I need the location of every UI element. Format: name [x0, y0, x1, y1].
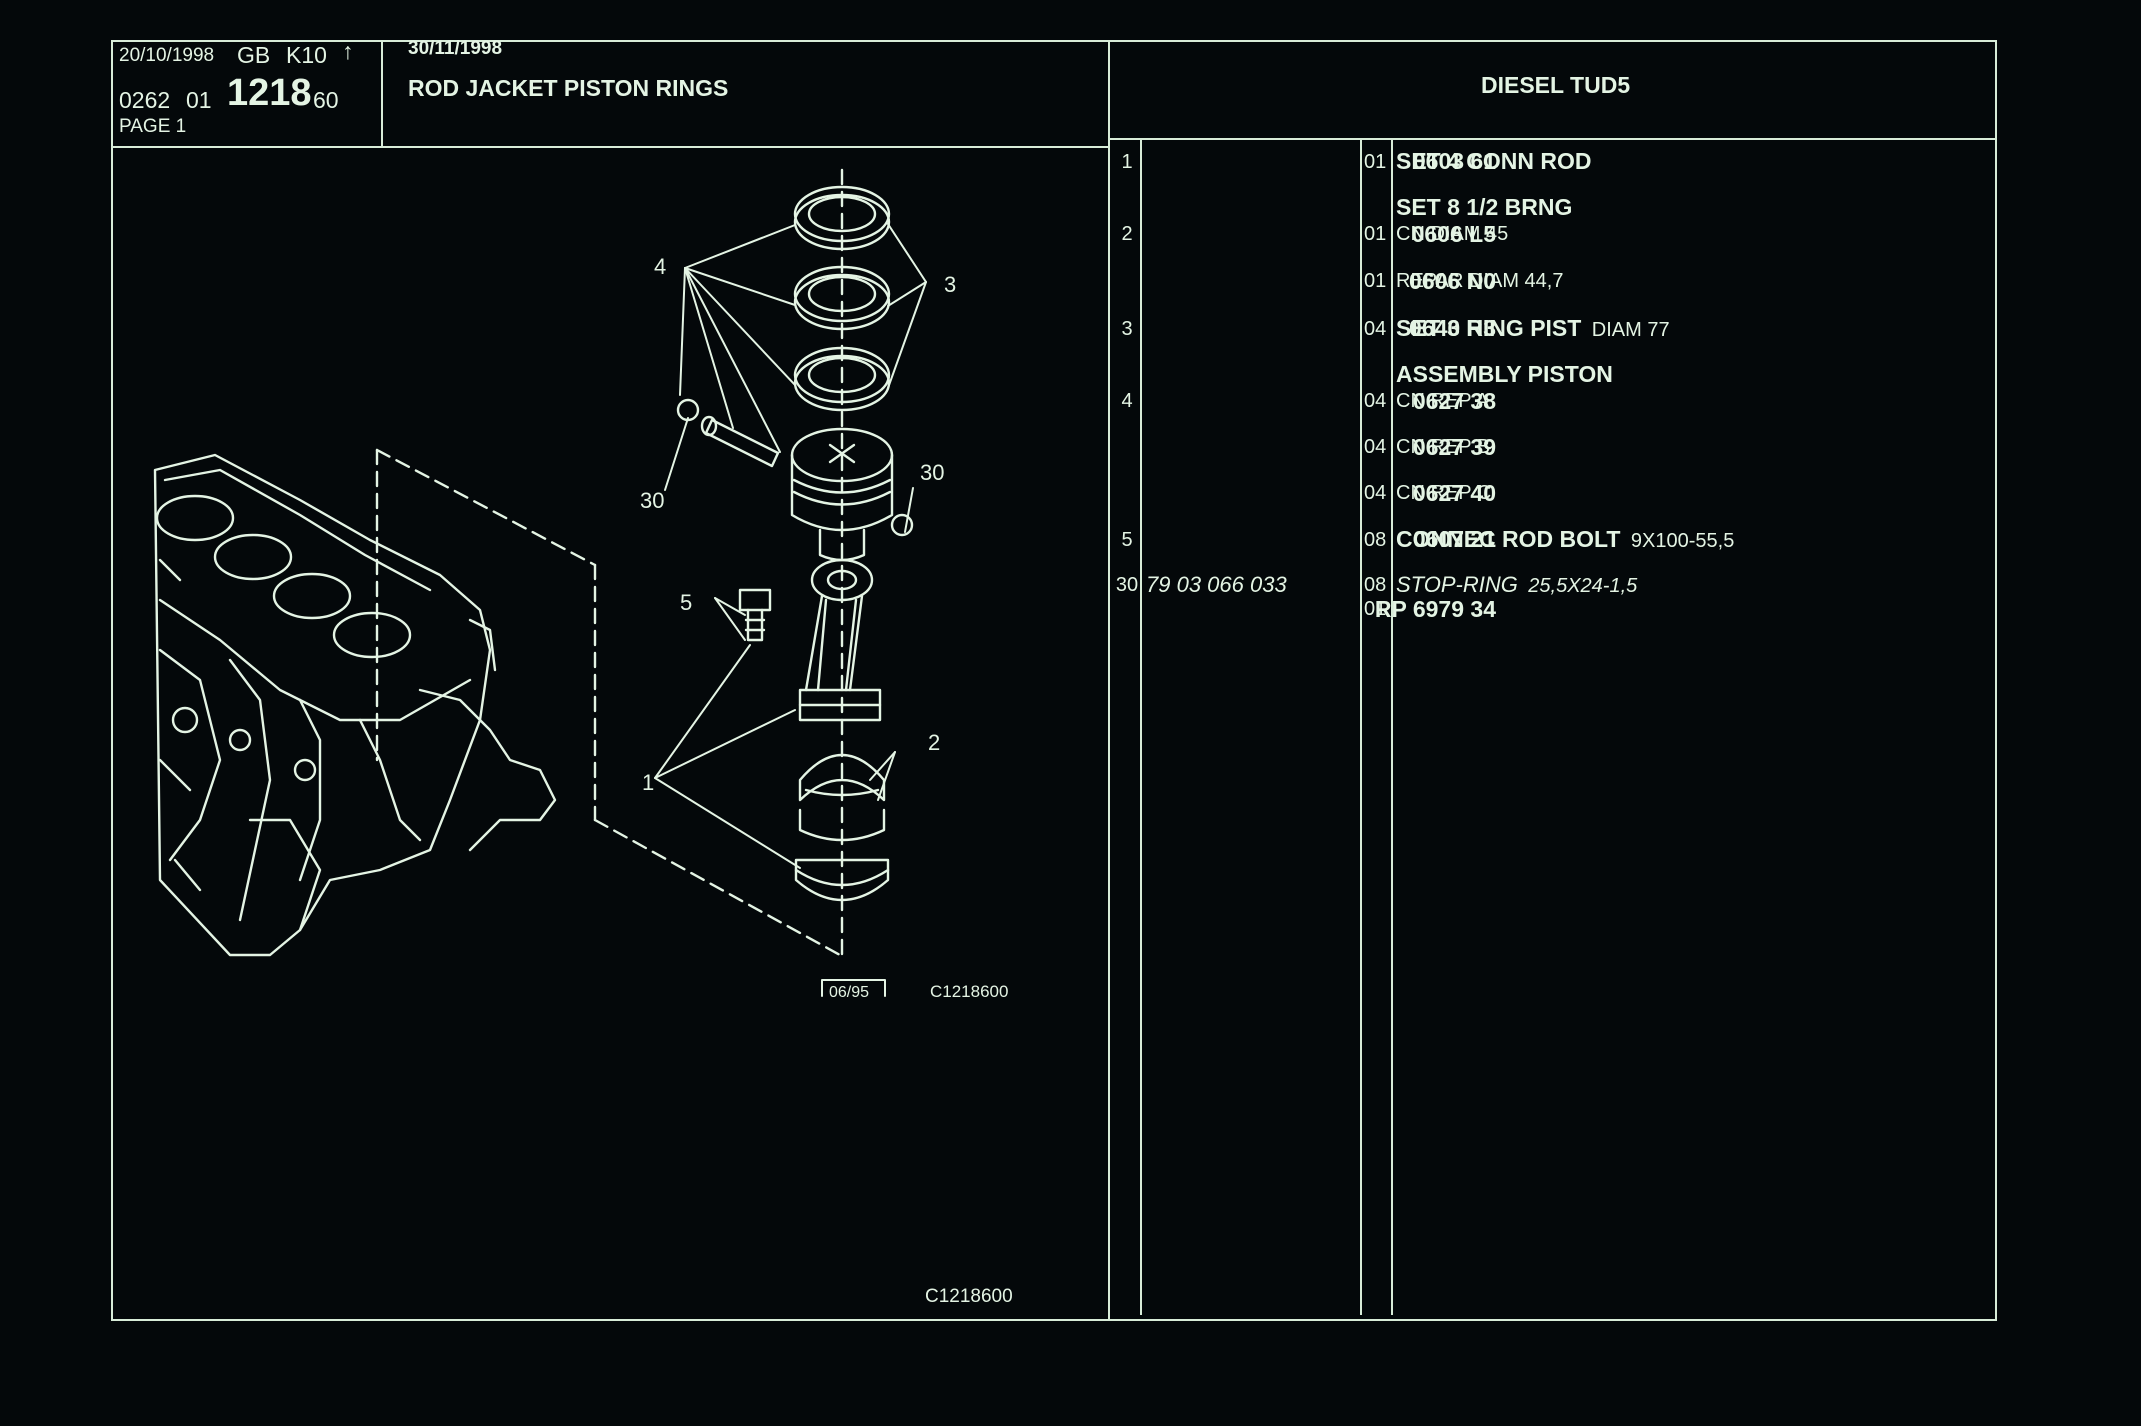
- callout-3: 3: [944, 272, 956, 297]
- header-code: K10: [286, 42, 327, 68]
- row-qty: 04: [1364, 318, 1387, 340]
- row-qty: 08: [1364, 574, 1387, 596]
- row-ref: 0607 21: [1412, 526, 1496, 552]
- header-date-2: 30/11/1998: [408, 38, 503, 59]
- row-index: 4: [1121, 390, 1133, 412]
- table-row[interactable]: 0627 40 04 CN REP C: [1110, 480, 2110, 510]
- row-ref: 0627 40: [1412, 480, 1496, 506]
- stamp-box: [821, 979, 886, 997]
- center-divider: [1108, 40, 1110, 1321]
- row-desc-extra: DIAM 77: [1591, 319, 1670, 341]
- callout-30-right: 30: [920, 460, 944, 485]
- row-desc: SET 8 1/2 BRNG: [1396, 194, 1573, 220]
- row-desc-group: CONNEC ROD BOLT 9X100-55,5: [1396, 526, 1734, 553]
- row-desc: STOP-RING: [1396, 572, 1518, 597]
- rod-bolt-drawing: [738, 588, 772, 642]
- header-bottom-left: [111, 146, 1108, 148]
- row-qty: 01: [1364, 223, 1387, 245]
- row-desc: CN REP A: [1396, 390, 1489, 412]
- header-arrow-icon: ↑: [342, 38, 354, 64]
- page-title: ROD JACKET PISTON RINGS: [408, 75, 729, 101]
- row-qty: 04: [1364, 390, 1387, 412]
- parts-table: 1 0603 61 01 SET 4 CONN ROD SET 8 1/2 BR…: [1110, 140, 1996, 1315]
- row-alt-ref: 79 03 066 033: [1146, 572, 1287, 597]
- header-date: 20/10/1998: [119, 45, 215, 66]
- table-row[interactable]: 0627 39 04 CN REP B: [1110, 434, 2110, 464]
- table-col-line-3: [1391, 140, 1393, 1315]
- rod-cap-drawing: [794, 858, 890, 902]
- doc-prefix: 0262: [119, 87, 171, 113]
- piston-rings-drawing: [793, 185, 891, 412]
- engine-title: DIESEL TUD5: [1481, 72, 1631, 98]
- row-desc: SET 3 RING PIST: [1396, 315, 1582, 341]
- gudgeon-pin-drawing: [700, 415, 780, 468]
- row-desc: CN DIAM 45: [1396, 223, 1509, 245]
- row-desc-extra: 25,5X24-1,5: [1528, 575, 1638, 597]
- callout-30-left: 30: [640, 488, 664, 513]
- doc-sub: 01: [186, 87, 212, 113]
- connecting-rod-drawing: [798, 558, 882, 722]
- row-index: 3: [1121, 318, 1133, 340]
- row-ref: 0640 H3: [1409, 315, 1496, 341]
- row-desc: SET 4 CONN ROD: [1396, 148, 1592, 174]
- row-desc: CONNEC ROD BOLT: [1396, 526, 1621, 552]
- table-row[interactable]: 1 0603 61 01 SET 4 CONN ROD: [1110, 148, 2110, 178]
- row-ref: 0606 N0: [1409, 268, 1496, 294]
- row-ref: 0627 38: [1412, 388, 1496, 414]
- table-col-line-1: [1140, 140, 1142, 1315]
- row-index: 30: [1115, 574, 1139, 596]
- row-desc-group: STOP-RING 25,5X24-1,5: [1396, 572, 1637, 598]
- engine-block-drawing: [153, 453, 557, 957]
- diagram-code-bottom: C1218600: [925, 1286, 1013, 1307]
- row-qty: 01: [1364, 270, 1387, 292]
- header-divider-1: [381, 40, 383, 148]
- row-qty: 01: [1364, 598, 1387, 620]
- doc-main-number: 1218: [227, 72, 312, 114]
- table-row[interactable]: 3 0640 H3 04 SET 3 RING PIST DIAM 77: [1110, 315, 2110, 345]
- table-row[interactable]: ASSEMBLY PISTON: [1110, 361, 2110, 391]
- row-desc-extra: 9X100-55,5: [1630, 530, 1735, 552]
- leader-lines: [654, 223, 927, 869]
- callout-2: 2: [928, 730, 940, 755]
- table-row[interactable]: RP 6979 34 01: [1110, 596, 2110, 626]
- header-bottom-right: [1108, 138, 1997, 140]
- page-number: PAGE 1: [119, 116, 187, 137]
- table-row[interactable]: 4 0627 38 04 CN REP A: [1110, 388, 2110, 418]
- exploded-diagram: 4 3 30 30 5 2 1 06/95 C1218600 C1218600: [153, 168, 1013, 1307]
- table-col-line-2: [1360, 140, 1362, 1315]
- callout-1: 1: [642, 770, 654, 795]
- parts-sheet: [111, 40, 1997, 1321]
- row-desc-group: SET 3 RING PIST DIAM 77: [1396, 315, 1670, 342]
- row-desc: CN REP C: [1396, 482, 1492, 504]
- table-row[interactable]: 2 0606 L5 01 CN DIAM 45: [1110, 221, 2110, 251]
- row-ref: RP 6979 34: [1374, 596, 1496, 622]
- row-ref: 0603 61: [1412, 148, 1496, 174]
- row-qty: 04: [1364, 436, 1387, 458]
- row-index: 5: [1121, 529, 1133, 551]
- stamp-date: 06/95: [829, 984, 869, 1001]
- row-index: 1: [1121, 151, 1133, 173]
- callout-4: 4: [654, 254, 666, 279]
- row-desc: CN REP B: [1396, 436, 1491, 458]
- table-row[interactable]: 0606 N0 01 REPAR DIAM 44,7: [1110, 268, 2110, 298]
- row-index: 2: [1121, 223, 1133, 245]
- row-qty: 04: [1364, 482, 1387, 504]
- diagram-code-inner: C1218600: [930, 982, 1008, 1001]
- header-region: GB: [237, 42, 271, 68]
- row-qty: 08: [1364, 529, 1387, 551]
- callout-5: 5: [680, 590, 692, 615]
- row-desc: REPAR DIAM 44,7: [1396, 270, 1564, 292]
- row-ref: 0606 L5: [1411, 221, 1496, 247]
- table-row[interactable]: 5 0607 21 08 CONNEC ROD BOLT 9X100-55,5: [1110, 526, 2110, 556]
- alignment-dashes: [375, 168, 844, 957]
- doc-suffix: 60: [313, 87, 339, 113]
- table-row[interactable]: 30 79 03 066 033 08 STOP-RING 25,5X24-1,…: [1110, 572, 2110, 602]
- row-ref: 0627 39: [1412, 434, 1496, 460]
- bearing-shells-drawing: [798, 754, 886, 842]
- row-desc: ASSEMBLY PISTON: [1396, 361, 1613, 387]
- row-qty: 01: [1364, 151, 1387, 173]
- table-row[interactable]: SET 8 1/2 BRNG: [1110, 194, 2110, 224]
